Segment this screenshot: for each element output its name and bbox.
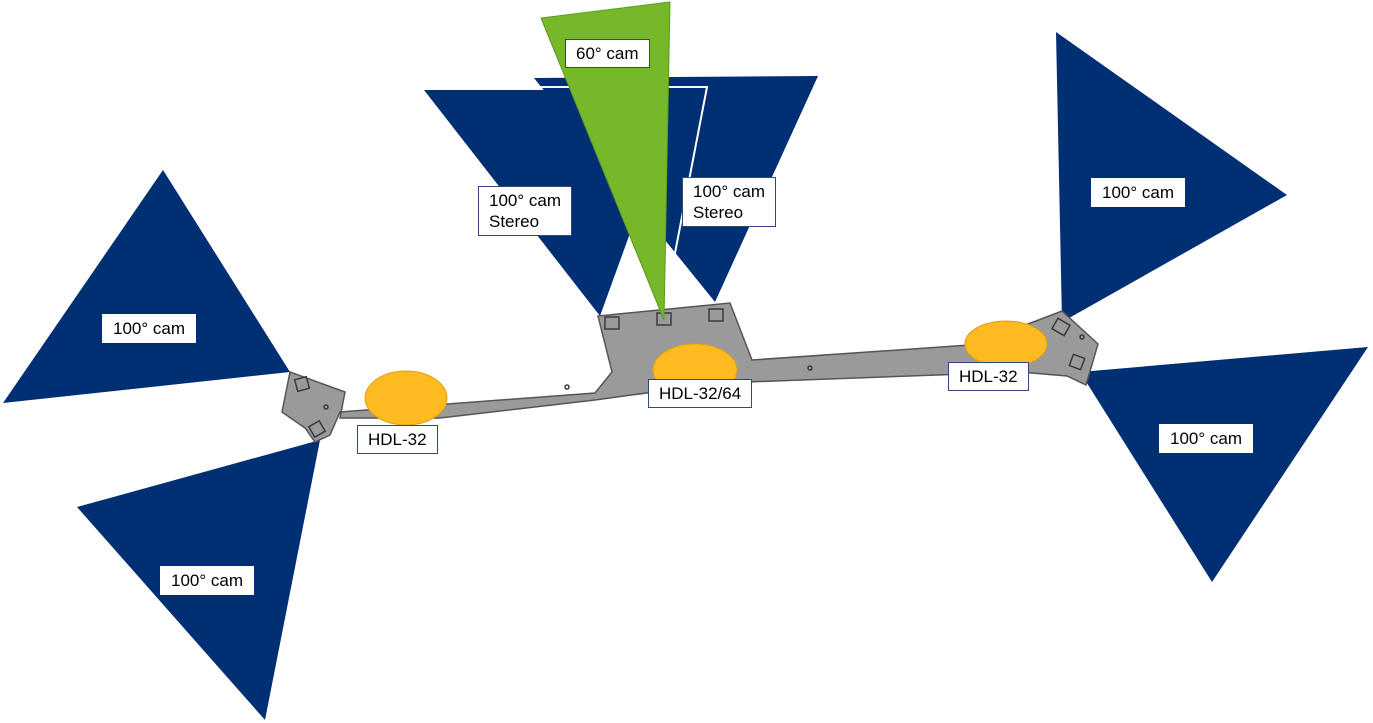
label-left-upper-cam: 100° cam [102, 314, 197, 343]
lidar-right-hdl32 [964, 320, 1048, 368]
label-lidar-center-text: HDL-32/64 [659, 384, 742, 403]
label-stereo-left-line2: Stereo [489, 212, 540, 231]
label-left-upper-cam-text: 100° cam [113, 319, 186, 338]
fov-right-lower-cam [1080, 347, 1368, 582]
label-right-upper-cam: 100° cam [1091, 178, 1186, 207]
label-lidar-left-text: HDL-32 [368, 430, 427, 449]
fov-left-upper-cam [3, 170, 290, 403]
label-lidar-right: HDL-32 [948, 362, 1029, 391]
label-left-lower-cam-text: 100° cam [171, 571, 244, 590]
label-lidar-center: HDL-32/64 [648, 379, 753, 408]
label-stereo-left-cam: 100° cam Stereo [478, 186, 573, 236]
label-lidar-left: HDL-32 [357, 425, 438, 454]
lidar-left-hdl32 [364, 370, 448, 426]
label-stereo-left-line1: 100° cam [489, 191, 562, 210]
label-narrow-60-cam: 60° cam [565, 39, 650, 68]
fov-narrow-60-cam [540, 1, 671, 321]
label-right-lower-cam-text: 100° cam [1170, 429, 1243, 448]
fov-right-upper-cam [1056, 32, 1287, 322]
label-stereo-right-line2: Stereo [693, 203, 744, 222]
label-lidar-right-text: HDL-32 [959, 367, 1018, 386]
label-right-lower-cam: 100° cam [1159, 424, 1254, 453]
label-right-upper-cam-text: 100° cam [1102, 183, 1175, 202]
label-stereo-right-cam: 100° cam Stereo [682, 177, 777, 227]
label-stereo-right-line1: 100° cam [693, 182, 766, 201]
label-narrow-60-cam-text: 60° cam [576, 44, 639, 63]
label-left-lower-cam: 100° cam [160, 566, 255, 595]
